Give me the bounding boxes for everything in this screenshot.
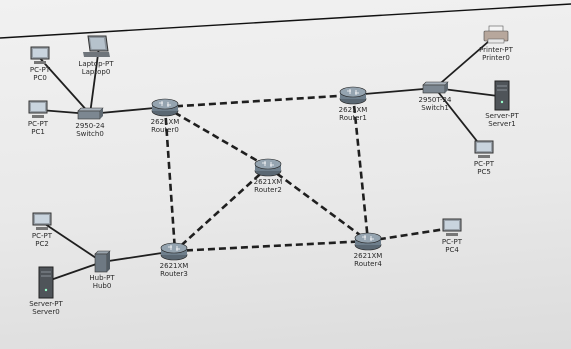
device-name-label: PC0 (33, 74, 47, 82)
device-type-label: PC-PT (441, 238, 463, 246)
device-type-label: Server-PT (485, 112, 519, 120)
device-name-label: Printer0 (482, 54, 510, 62)
pc1-node[interactable]: PC-PT PC1 (0, 100, 78, 136)
router-icon (354, 232, 382, 251)
device-name-label: Server1 (488, 120, 516, 128)
device-type-label: Laptop-PT (78, 60, 114, 68)
router-icon (339, 86, 367, 105)
device-type-label: PC-PT (29, 66, 51, 74)
device-type-label: PC-PT (27, 120, 49, 128)
device-type-label: 2621XM (353, 252, 383, 260)
device-type-label: 2621XM (159, 262, 189, 270)
switch1-node[interactable]: 2950T-24 Switch1 (395, 80, 475, 112)
switch-icon (422, 81, 449, 94)
router2-node[interactable]: 2621XM Router2 (228, 156, 308, 194)
printer0-node[interactable]: Printer-PT Printer0 (456, 24, 536, 62)
router4-node[interactable]: 2621XM Router4 (328, 230, 408, 268)
device-name-label: Hub0 (92, 282, 112, 290)
device-name-label: PC1 (31, 128, 45, 136)
pc2-node[interactable]: PC-PT PC2 (2, 212, 82, 248)
device-type-label: PC-PT (31, 232, 53, 240)
device-name-label: Laptop0 (81, 68, 111, 76)
pc-icon (28, 100, 48, 118)
device-name-label: Server0 (32, 308, 60, 316)
router1-node[interactable]: 2621XM Router1 (313, 84, 393, 122)
link-router1-router4 (351, 94, 370, 242)
switch-icon (77, 107, 104, 120)
device-name-label: PC2 (35, 240, 49, 248)
pc5-node[interactable]: PC-PT PC5 (444, 140, 524, 176)
pc4-node[interactable]: PC-PT PC4 (412, 218, 492, 254)
device-type-label: 2950-24 (75, 122, 105, 130)
link-laptop0-switch0 (89, 46, 100, 115)
switch0-node[interactable]: 2950-24 Switch0 (50, 106, 130, 138)
device-type-label: 2950T-24 (418, 96, 452, 104)
server-icon (494, 80, 510, 111)
pc-icon (474, 140, 494, 158)
server0-node[interactable]: Server-PT Server0 (6, 266, 86, 316)
link-router1-switch1 (352, 87, 436, 96)
link-pc0-switch0 (37, 55, 91, 115)
device-type-label: 2621XM (150, 118, 180, 126)
link-switch1-pc5 (434, 87, 485, 151)
device-name-label: Router0 (151, 126, 179, 134)
laptop0-node[interactable]: Laptop-PT Laptop0 (56, 34, 136, 76)
router-icon (160, 242, 188, 261)
device-type-label: 2621XM (253, 178, 283, 186)
pc-icon (442, 218, 462, 236)
link-router0-router3 (163, 106, 177, 252)
pc0-node[interactable]: PC-PT PC0 (0, 46, 80, 82)
hub0-node[interactable]: Hub-PT Hub0 (62, 250, 142, 290)
hub-icon (94, 250, 111, 273)
link-router2-router4 (267, 165, 369, 243)
device-type-label: Server-PT (29, 300, 63, 308)
device-name-label: Router2 (254, 186, 282, 194)
device-name-label: Switch0 (76, 130, 104, 138)
device-name-label: Router3 (160, 270, 188, 278)
server1-node[interactable]: Server-PT Server1 (462, 80, 542, 128)
device-name-label: PC4 (445, 246, 459, 254)
device-type-label: PC-PT (473, 160, 495, 168)
device-name-label: Router4 (354, 260, 382, 268)
laptop-icon (83, 35, 110, 57)
link-switch1-printer0 (434, 34, 497, 89)
device-type-label: 2621XM (338, 106, 368, 114)
link-router0-router1 (164, 93, 354, 109)
router0-node[interactable]: 2621XM Router0 (125, 96, 205, 134)
pc-icon (30, 46, 50, 64)
server-icon (38, 266, 54, 299)
pc-icon (32, 212, 52, 230)
device-type-label: Hub-PT (89, 274, 115, 282)
router3-node[interactable]: 2621XM Router3 (134, 240, 214, 278)
link-router0-router2 (164, 105, 269, 169)
device-type-label: Printer-PT (479, 46, 513, 54)
device-name-label: Switch1 (421, 104, 449, 112)
router-icon (151, 98, 179, 117)
device-name-label: Router1 (339, 114, 367, 122)
printer-icon (483, 25, 509, 44)
link-hub0-pc2 (41, 221, 103, 263)
top-edge-line (0, 3, 571, 39)
link-router2-router3 (174, 166, 269, 252)
router-icon (254, 158, 282, 177)
link-router4-pc4 (367, 226, 453, 243)
device-name-label: PC5 (477, 168, 491, 176)
